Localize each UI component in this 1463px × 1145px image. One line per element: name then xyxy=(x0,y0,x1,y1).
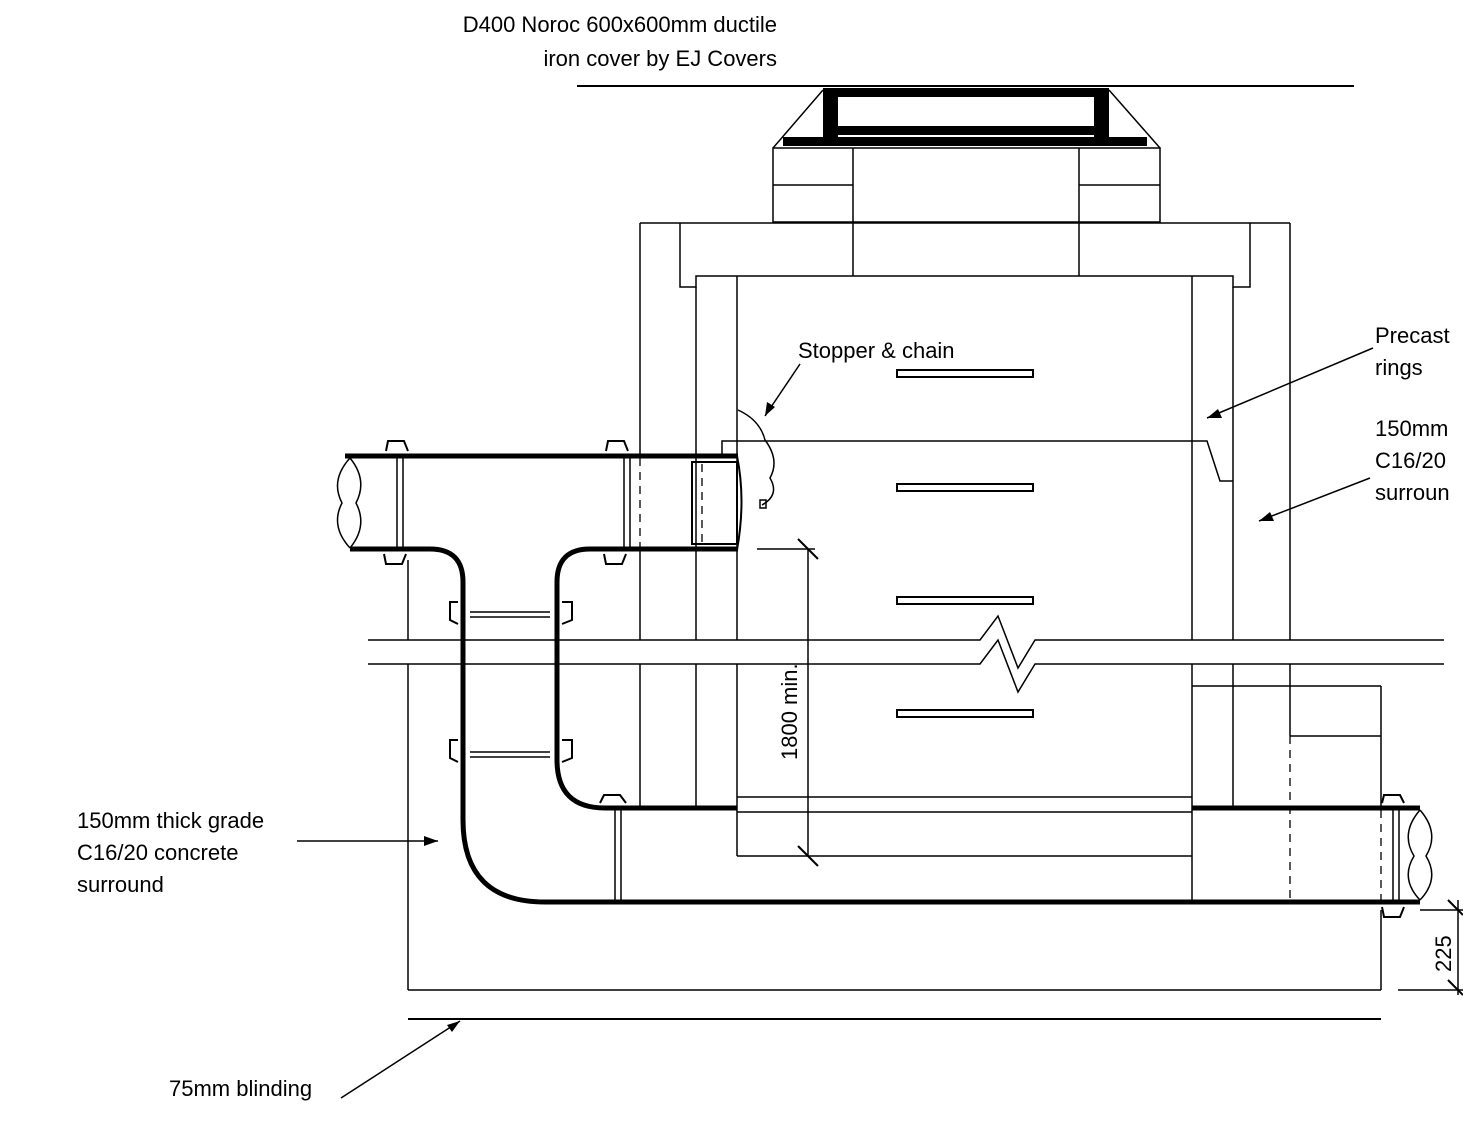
manhole-cover xyxy=(772,88,1161,149)
precast-rings xyxy=(695,276,1382,900)
cover-label-line2: iron cover by EJ Covers xyxy=(543,46,777,71)
surround-left-label-line3: surround xyxy=(77,872,164,897)
dim-depth-label: 1800 min. xyxy=(777,663,802,760)
surround-right-label-line1: 150mm xyxy=(1375,416,1448,441)
concrete-surround xyxy=(407,222,1382,991)
step-irons xyxy=(896,369,1034,718)
cover-label-line1: D400 Noroc 600x600mm ductile xyxy=(463,12,777,37)
chain-line xyxy=(721,440,1233,482)
cover-slab xyxy=(772,147,1161,223)
dimension-base xyxy=(1398,899,1463,996)
stopper-label: Stopper & chain xyxy=(798,338,955,363)
break-lines xyxy=(368,614,1444,694)
reducing-slab xyxy=(679,222,1251,288)
precast-label-line1: Precast xyxy=(1375,323,1450,348)
dimension-depth xyxy=(757,538,819,867)
blinding-label: 75mm blinding xyxy=(169,1076,312,1101)
surround-right-label-line2: C16/20 xyxy=(1375,448,1446,473)
inlet-pipe xyxy=(336,440,1433,918)
surround-left-label-line1: 150mm thick grade xyxy=(77,808,264,833)
stopper xyxy=(691,409,775,551)
surround-left-label-line2: C16/20 concrete xyxy=(77,840,238,865)
dim-base-label: 225 xyxy=(1431,935,1456,972)
leader-lines xyxy=(297,347,1374,1099)
precast-label-line2: rings xyxy=(1375,355,1423,380)
surround-right-label-line3: surroun xyxy=(1375,480,1450,505)
